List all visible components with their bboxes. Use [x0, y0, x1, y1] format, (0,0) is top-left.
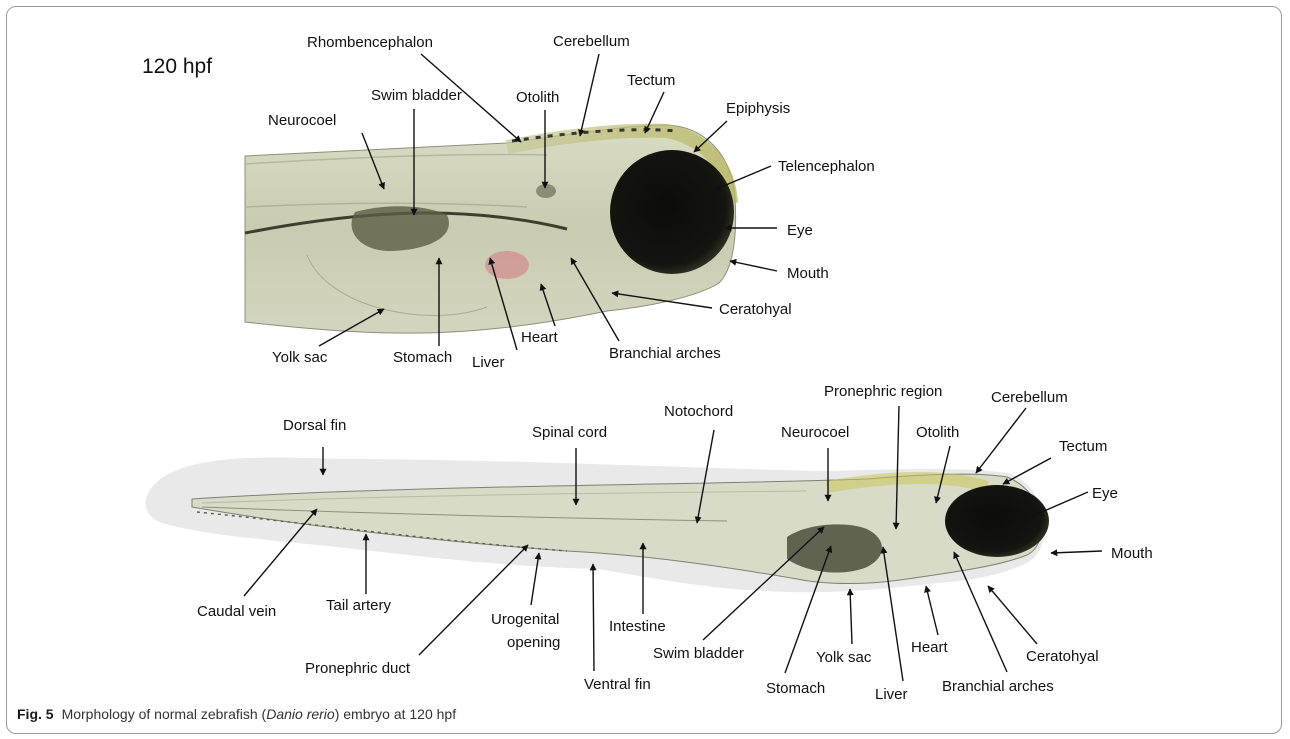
top-label-tectum: Tectum — [627, 72, 675, 89]
top-label-swim-bladder: Swim bladder — [371, 87, 462, 104]
caption-text-after: ) embryo at 120 hpf — [335, 706, 456, 722]
bottom-label-yolk-sac: Yolk sac — [816, 649, 872, 666]
bottom-label-ventral-fin: Ventral fin — [584, 676, 651, 693]
bottom-label-ceratohyal: Ceratohyal — [1026, 648, 1099, 665]
arrow-mouth-bottom — [1051, 551, 1102, 553]
bottom-label-urogenital-opening-line2: opening — [507, 634, 560, 651]
top-label-liver: Liver — [472, 354, 505, 371]
bottom-label-notochord: Notochord — [664, 403, 733, 420]
bottom-label-stomach: Stomach — [766, 680, 825, 697]
top-label-yolk-sac: Yolk sac — [272, 349, 328, 366]
caption-text-before: Morphology of normal zebrafish ( — [62, 706, 267, 722]
arrow-cerebellum-bottom — [976, 408, 1026, 473]
bottom-label-tectum: Tectum — [1059, 438, 1107, 455]
arrow-ventral-fin — [593, 564, 594, 671]
top-label-stomach: Stomach — [393, 349, 452, 366]
bottom-label-pronephric-region: Pronephric region — [824, 383, 942, 400]
bottom-label-mouth: Mouth — [1111, 545, 1153, 562]
arrow-cerebellum — [580, 54, 599, 136]
top-label-eye: Eye — [787, 222, 813, 239]
top-label-heart: Heart — [521, 329, 559, 346]
bottom-label-branchial-arches: Branchial arches — [942, 678, 1054, 695]
top-label-otolith: Otolith — [516, 89, 559, 106]
arrow-tectum-bottom — [1003, 458, 1051, 484]
top-label-epiphysis: Epiphysis — [726, 100, 790, 117]
caption-species: Danio rerio — [266, 706, 334, 722]
zebrafish-diagram: 120 hpf Rhombencephalon Cerebellum Otoli… — [7, 7, 1282, 707]
top-label-telencephalon: Telencephalon — [778, 158, 875, 175]
top-larva-photo — [245, 125, 736, 333]
bottom-eye-shape — [945, 485, 1049, 557]
bottom-label-urogenital-opening-line1: Urogenital — [491, 611, 559, 628]
arrow-yolk-sac-bottom — [850, 589, 852, 644]
top-otolith-shape — [536, 184, 556, 198]
figure-caption: Fig. 5 Morphology of normal zebrafish (Da… — [17, 706, 456, 722]
bottom-label-heart: Heart — [911, 639, 949, 656]
bottom-label-liver: Liver — [875, 686, 908, 703]
top-eye-shape — [610, 150, 734, 274]
stage-label: 120 hpf — [142, 55, 212, 78]
bottom-label-neurocoel: Neurocoel — [781, 424, 849, 441]
bottom-label-otolith: Otolith — [916, 424, 959, 441]
bottom-label-tail-artery: Tail artery — [326, 597, 392, 614]
figure-panel: 120 hpf Rhombencephalon Cerebellum Otoli… — [6, 6, 1282, 734]
top-label-cerebellum: Cerebellum — [553, 33, 630, 50]
bottom-label-dorsal-fin: Dorsal fin — [283, 417, 346, 434]
bottom-label-intestine: Intestine — [609, 618, 666, 635]
bottom-larva-photo — [145, 457, 1049, 592]
bottom-label-caudal-vein: Caudal vein — [197, 603, 276, 620]
arrow-heart-bottom — [926, 586, 938, 635]
figure-number: Fig. 5 — [17, 706, 54, 722]
top-label-neurocoel: Neurocoel — [268, 112, 336, 129]
top-label-rhombencephalon: Rhombencephalon — [307, 34, 433, 51]
top-label-branchial-arches: Branchial arches — [609, 345, 721, 362]
bottom-label-cerebellum: Cerebellum — [991, 389, 1068, 406]
top-label-mouth: Mouth — [787, 265, 829, 282]
arrow-mouth — [730, 261, 777, 271]
bottom-label-pronephric-duct: Pronephric duct — [305, 660, 411, 677]
bottom-label-swim-bladder: Swim bladder — [653, 645, 744, 662]
arrow-ceratohyal-bottom — [988, 586, 1037, 644]
bottom-label-eye: Eye — [1092, 485, 1118, 502]
bottom-label-spinal-cord: Spinal cord — [532, 424, 607, 441]
top-label-ceratohyal: Ceratohyal — [719, 301, 792, 318]
